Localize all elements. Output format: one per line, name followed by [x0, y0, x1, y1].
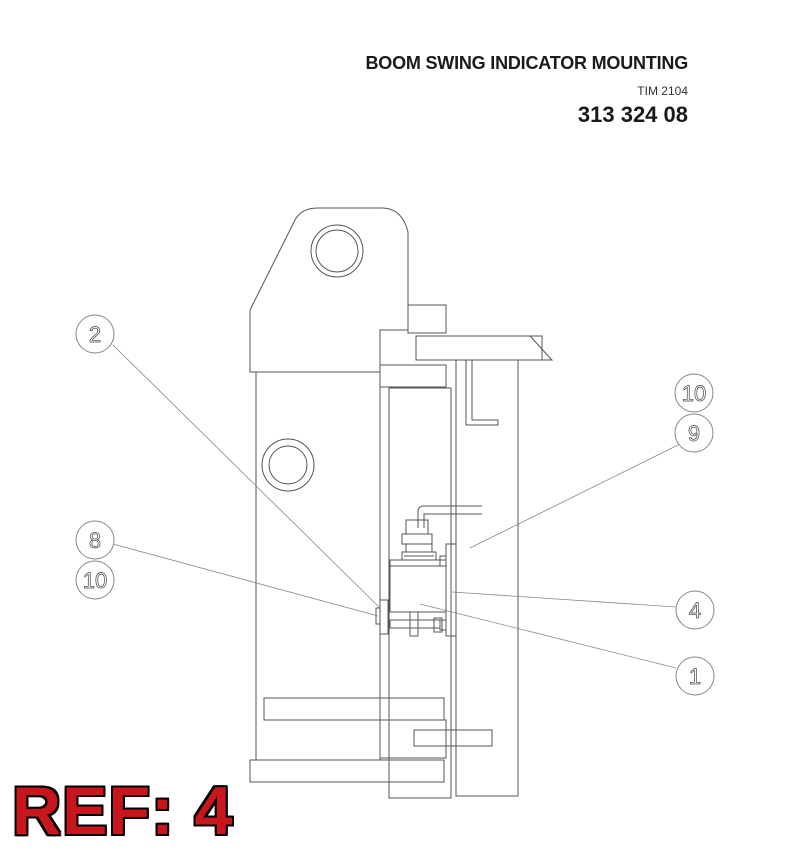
callout-label: 10 — [682, 381, 706, 406]
callout-label: 10 — [83, 568, 107, 593]
callout-2: 2 — [75, 314, 115, 354]
swing-indicator-assembly — [375, 505, 482, 637]
callout-label: 2 — [89, 322, 101, 347]
callout-label: 8 — [89, 528, 101, 553]
callout-label: 9 — [688, 421, 700, 446]
callout-8: 8 — [75, 520, 115, 560]
callout-1: 1 — [675, 656, 715, 696]
leader-lines — [112, 344, 681, 669]
callout-4: 4 — [675, 590, 715, 630]
tim-number: TIM 2104 — [637, 84, 688, 98]
boom-structure — [249, 207, 554, 799]
callout-9: 9 — [674, 413, 714, 453]
callout-label: 1 — [689, 664, 701, 689]
ref-label: REF: 4 — [12, 773, 234, 849]
callout-10-left: 10 — [75, 560, 115, 600]
callout-10-right: 10 — [674, 373, 714, 413]
callout-label: 4 — [689, 598, 701, 623]
part-number: 313 324 08 — [577, 102, 688, 127]
drawing-title: BOOM SWING INDICATOR MOUNTING — [365, 53, 688, 73]
